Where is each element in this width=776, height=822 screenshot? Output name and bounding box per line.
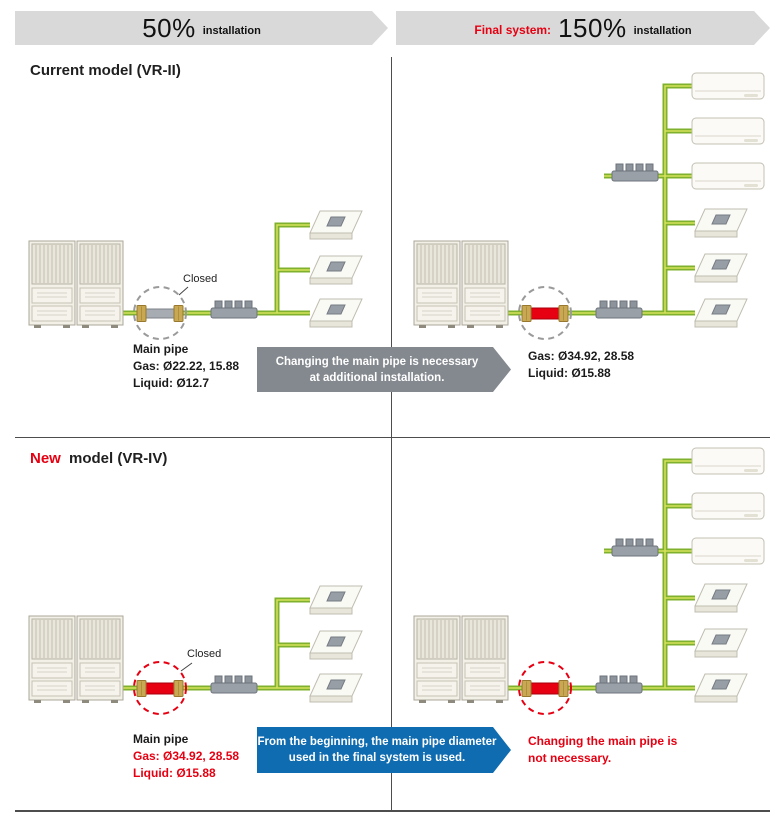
installation-label: installation [202, 25, 261, 37]
quadrant-current-50: Closed Main pipe Gas: Ø22.22, 15.88 Liqu… [15, 55, 390, 435]
cassette-indoor-unit [309, 210, 363, 240]
refrigerant-manifold [210, 675, 258, 694]
main-pipe-enlarged-red [522, 681, 568, 697]
banner-line-2: used in the final system is used. [288, 752, 466, 764]
pipe-spec-gas: Gas: Ø34.92, 28.58 [133, 749, 240, 763]
pipe-path [123, 597, 310, 691]
cassette-indoor-unit [694, 628, 748, 658]
quadrant-new-150: Changing the main pipe is not necessary. [400, 445, 770, 810]
wall-indoor-unit [691, 162, 765, 190]
outdoor-unit-pair [29, 616, 123, 703]
refrigerant-manifold [595, 675, 643, 694]
wall-indoor-unit [691, 492, 765, 520]
cassette-indoor-unit [694, 298, 748, 328]
cassette-indoor-unit [309, 298, 363, 328]
note-line-1: Changing the main pipe is [528, 734, 678, 748]
cassette-indoor-unit [694, 253, 748, 283]
pipe-spec-current-50: Main pipe Gas: Ø22.22, 15.88 Liquid: Ø12… [133, 341, 239, 392]
diagram-current-150 [400, 72, 765, 340]
pipe-spec-current-150: Gas: Ø34.92, 28.58 Liquid: Ø15.88 [528, 348, 634, 382]
arrow-banner-new: From the beginning, the main pipe diamet… [257, 727, 511, 773]
banner-line-2: at additional installation. [309, 371, 445, 384]
section-title-current: Current model (VR-II) [30, 62, 181, 79]
quadrant-new-50: Closed Main pipe Gas: Ø34.92, 28.58 Liqu… [15, 445, 390, 810]
refrigerant-manifold [595, 300, 643, 319]
main-pipe-enlarged-red [522, 306, 568, 322]
refrigerant-manifold-upper [611, 163, 659, 182]
cassette-indoor-unit [694, 208, 748, 238]
cassette-indoor-unit [309, 255, 363, 285]
wall-indoor-unit [691, 537, 765, 565]
cassette-indoor-unit [694, 583, 748, 613]
final-system-label: Final system: [474, 23, 552, 37]
header-banner-150: Final system: 150% installation [396, 11, 770, 45]
closed-label: Closed [183, 273, 218, 285]
arrow-banner-current: Changing the main pipe is necessary at a… [257, 347, 511, 392]
cassette-indoor-unit [309, 673, 363, 703]
main-pipe-highlight-circle-red [133, 661, 187, 715]
main-pipe-highlight-circle-red [518, 661, 572, 715]
pipe-spec-new-50: Main pipe Gas: Ø34.92, 28.58 Liquid: Ø15… [133, 731, 239, 782]
diagram-new-150 [400, 447, 765, 715]
closed-pointer-line [178, 286, 189, 296]
pipe-spec-title: Main pipe [133, 732, 189, 746]
note-line-2: not necessary. [528, 751, 612, 765]
cassette-indoor-unit [309, 630, 363, 660]
no-change-note: Changing the main pipe is not necessary. [528, 733, 677, 767]
wall-indoor-unit [691, 117, 765, 145]
main-pipe-closed-gray [137, 306, 183, 322]
cassette-indoor-unit [694, 673, 748, 703]
outdoor-unit-pair [414, 241, 508, 328]
pipe-path [123, 222, 310, 316]
divider-vertical [391, 57, 392, 810]
title-rest: model (VR-IV) [69, 450, 168, 467]
outdoor-unit-pair [29, 241, 123, 328]
divider-horizontal [15, 437, 770, 438]
quadrant-current-150: Gas: Ø34.92, 28.58 Liquid: Ø15.88 [400, 55, 770, 435]
refrigerant-manifold [210, 300, 258, 319]
outdoor-unit-pair [414, 616, 508, 703]
banner-line-1: Changing the main pipe is necessary [275, 355, 479, 368]
installation-label: installation [633, 25, 692, 37]
percent-50-text: 50% [142, 12, 196, 43]
closed-pointer-line [180, 662, 193, 672]
banner-line-1: From the beginning, the main pipe diamet… [257, 736, 497, 748]
diagram-current-50 [15, 210, 363, 340]
section-title-new: New model (VR-IV) [30, 450, 167, 467]
cassette-indoor-unit [309, 585, 363, 615]
closed-label: Closed [187, 648, 222, 660]
pipe-spec-gas: Gas: Ø22.22, 15.88 [133, 359, 240, 373]
main-pipe-highlight-circle [518, 286, 572, 340]
pipe-spec-liquid: Liquid: Ø12.7 [133, 376, 210, 390]
pipe-path [508, 458, 695, 691]
header-banner-50: 50% installation [15, 11, 388, 45]
main-pipe-closed-red [137, 681, 183, 697]
pipe-spec-gas: Gas: Ø34.92, 28.58 [528, 349, 635, 363]
pipe-spec-title: Main pipe [133, 342, 189, 356]
bottom-border [15, 810, 770, 812]
pipe-spec-liquid: Liquid: Ø15.88 [133, 766, 216, 780]
pipe-path [508, 83, 695, 316]
wall-indoor-unit [691, 72, 765, 100]
title-highlight-new: New [30, 450, 61, 467]
percent-150-text: 150% [558, 12, 627, 43]
main-pipe-highlight-circle [133, 286, 187, 340]
pipe-spec-liquid: Liquid: Ø15.88 [528, 366, 611, 380]
refrigerant-manifold-upper [611, 538, 659, 557]
diagram-new-50 [15, 585, 363, 715]
wall-indoor-unit [691, 447, 765, 475]
